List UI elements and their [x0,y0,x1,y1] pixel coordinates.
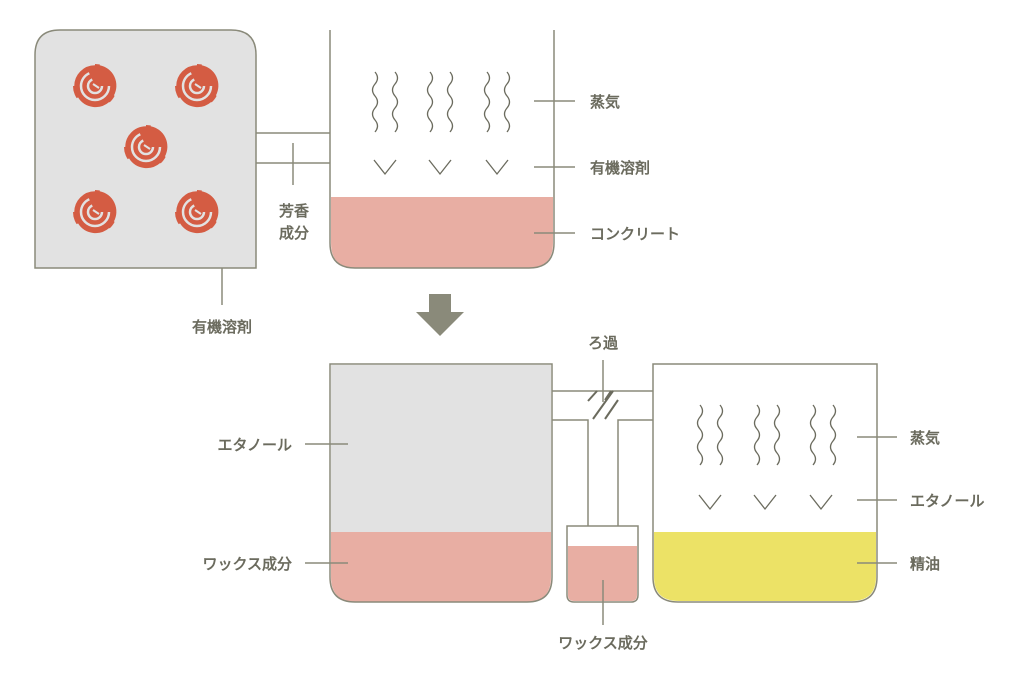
wax-label: ワックス成分 [202,555,292,573]
wax-container [566,525,639,603]
steam-icon [696,404,837,466]
ethanol-label: エタノール [217,436,292,454]
filter-label: ろ過 [588,334,619,352]
ethanol-vessel [329,363,553,603]
wax-small-label: ワックス成分 [558,634,648,652]
solvent-label: 有機溶剤 [192,318,252,336]
ethanol-right-label: エタノール [910,492,985,510]
ethanol-drop-icon [698,494,833,510]
organic-solvent-label: 有機溶剤 [590,159,650,177]
essential-oil-liquid [654,532,876,601]
concrete-label: コンクリート [590,225,680,243]
down-arrow-icon [416,294,464,336]
pipe-top [256,132,330,185]
aroma-label: 成分 [279,224,309,242]
distill-vessel [652,363,878,603]
concrete-liquid [331,197,553,268]
filter-pipe [552,360,653,526]
steam-label: 蒸気 [910,429,940,447]
solvent-drop-icon [373,159,509,175]
steam-label: 蒸気 [590,93,620,111]
essential-oil-label: 精油 [910,555,940,573]
wax-liquid [331,532,551,602]
top-vessel [329,30,555,269]
steam-icon [371,71,511,133]
filter-hatch-icon [587,390,619,420]
aroma-label: 芳香 [279,202,309,220]
